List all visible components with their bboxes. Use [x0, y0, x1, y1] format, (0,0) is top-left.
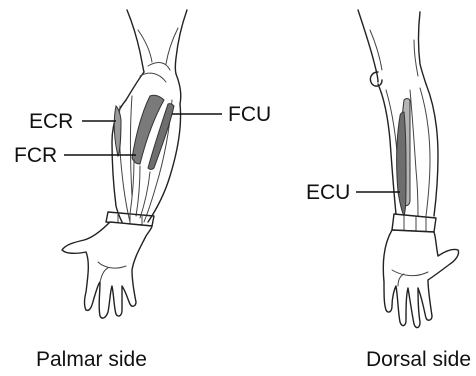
dorsal-arm	[358, 10, 459, 328]
ecu-muscle	[397, 112, 406, 216]
palmar-caption: Palmar side	[36, 348, 147, 371]
dorsal-caption: Dorsal side	[366, 348, 471, 371]
ecr-label: ECR	[29, 110, 73, 133]
dorsal-hand	[383, 230, 458, 328]
palmar-hand	[62, 222, 152, 318]
fcu-label: FCU	[228, 103, 271, 126]
fcr-label: FCR	[14, 144, 57, 167]
ecr-muscle	[114, 106, 121, 156]
ecu-label: ECU	[306, 181, 350, 204]
palmar-arm	[62, 10, 187, 318]
